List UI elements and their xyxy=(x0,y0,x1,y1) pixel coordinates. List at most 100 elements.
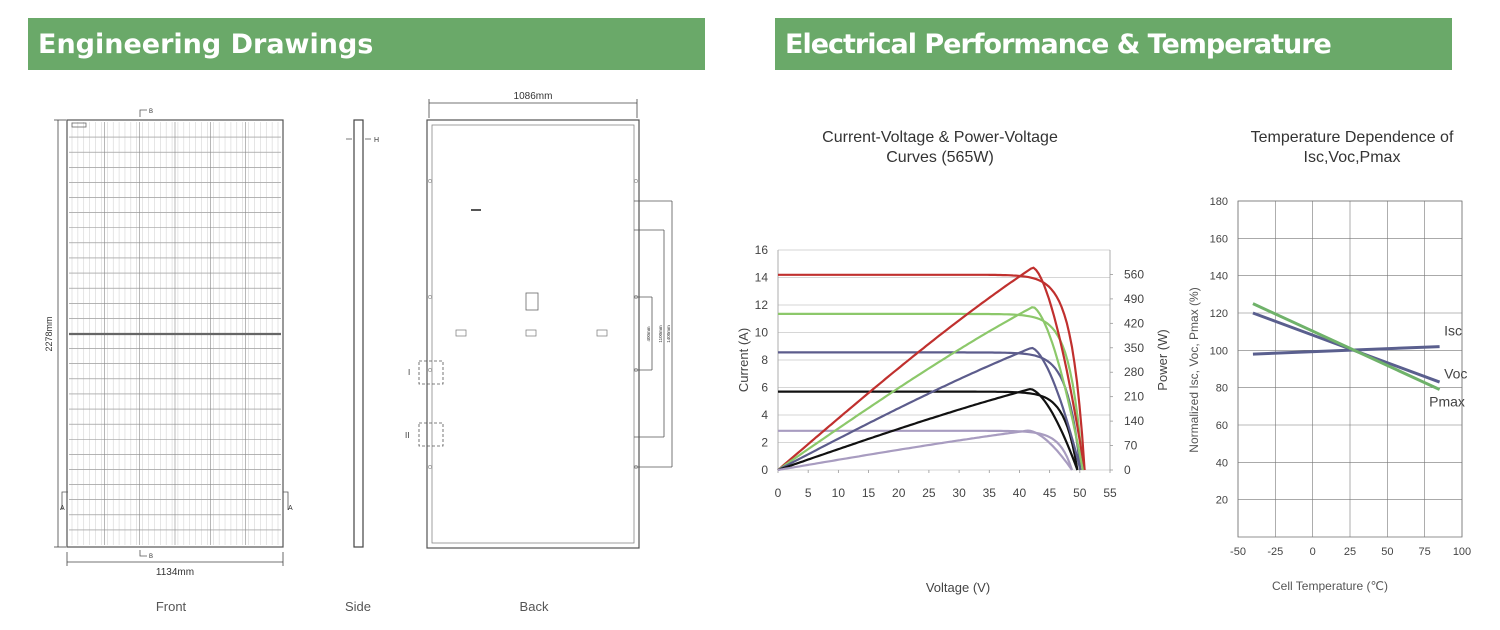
width-dim-label: 1134mm xyxy=(156,567,194,578)
side-label: Side xyxy=(345,599,371,614)
iv-series-line-iv-0 xyxy=(778,273,1086,471)
iv-series-line-pv-5 xyxy=(777,266,1086,471)
dim-1400-label: 1400mm xyxy=(666,325,671,343)
detail-i-box xyxy=(418,360,444,385)
marker-b-bottom: B xyxy=(149,554,153,560)
iv-x-tick: 5 xyxy=(805,486,812,500)
temp-series-line-isc xyxy=(1252,345,1440,356)
temp-chart-title: Temperature Dependence of Isc,Voc,Pmax xyxy=(1212,128,1492,168)
iv-series-line-pv-9 xyxy=(777,429,1073,472)
electrical-performance-header: Electrical Performance & Temperature Dep… xyxy=(775,18,1452,114)
front-view: 2278mm 1134mm B B A A xyxy=(44,109,293,578)
iv-y2-tick: 420 xyxy=(1124,316,1144,330)
temp-y-axis-label: Normalized Isc, Voc, Pmax (%) xyxy=(1187,287,1201,452)
back-label: Back xyxy=(520,599,549,614)
temp-x-tick: 50 xyxy=(1381,546,1393,558)
iv-x-tick: 20 xyxy=(892,486,906,500)
iv-y-tick: 0 xyxy=(761,463,768,477)
temp-chart-title-line-1: Temperature Dependence of xyxy=(1250,129,1454,146)
iv-series-line-iv-1 xyxy=(778,312,1084,471)
iv-y2-tick: 0 xyxy=(1124,463,1131,477)
iv-chart-title: Current-Voltage & Power-Voltage Curves (… xyxy=(790,128,1090,168)
iv-y-tick: 2 xyxy=(761,436,768,450)
iv-y2-tick: 140 xyxy=(1124,414,1144,428)
connector-right xyxy=(596,329,608,337)
dim-400-label: 400mm xyxy=(646,326,651,341)
temp-chart-title-line-2: Isc,Voc,Pmax xyxy=(1303,149,1401,166)
iv-x-tick: 0 xyxy=(775,486,782,500)
detail-ii-box xyxy=(418,422,444,447)
temp-series-label-voc: Voc xyxy=(1444,365,1467,381)
temp-y-tick: 160 xyxy=(1210,233,1228,245)
iv-y2-tick: 560 xyxy=(1124,267,1144,281)
iv-y2-tick: 350 xyxy=(1124,341,1144,355)
iv-y-axis-label: Current (A) xyxy=(736,328,751,392)
iv-series-line-iv-3 xyxy=(778,390,1079,471)
marker-a-right: A xyxy=(288,505,293,512)
back-view: 1086mm I II 400mm 1100mm 1400mm xyxy=(405,91,673,549)
dim-1100-label: 1100mm xyxy=(658,325,663,342)
temp-x-tick: 100 xyxy=(1453,546,1471,558)
temp-x-tick: 0 xyxy=(1310,546,1316,558)
iv-y2-axis-label: Power (W) xyxy=(1155,329,1170,390)
iv-y2-tick: 280 xyxy=(1124,365,1144,379)
label-box xyxy=(71,122,87,128)
iv-y2-tick: 210 xyxy=(1124,390,1144,404)
iv-series-line-pv-8 xyxy=(777,387,1079,472)
temp-series-label-isc: Isc xyxy=(1444,322,1462,338)
marker-a-left: A xyxy=(60,505,65,512)
temp-y-tick: 120 xyxy=(1210,308,1228,320)
temp-series-line-pmax xyxy=(1252,302,1441,391)
back-width-dim-label: 1086mm xyxy=(514,91,553,102)
temp-x-tick: -25 xyxy=(1267,546,1283,558)
temp-y-tick: 40 xyxy=(1216,457,1228,469)
iv-x-axis-label: Voltage (V) xyxy=(926,580,990,595)
nameplate xyxy=(471,209,481,211)
iv-y-tick: 6 xyxy=(761,381,768,395)
iv-y-tick: 12 xyxy=(755,298,769,312)
iv-chart-title-line-2: Curves (565W) xyxy=(886,149,994,166)
iv-series-line-iv-2 xyxy=(778,351,1082,471)
iv-series-line-pv-7 xyxy=(777,346,1082,471)
temp-y-tick: 180 xyxy=(1210,196,1228,208)
iv-y-tick: 14 xyxy=(755,271,769,285)
iv-y-tick: 8 xyxy=(761,353,768,367)
iv-y-tick: 4 xyxy=(761,408,768,422)
temp-y-tick: 80 xyxy=(1216,383,1228,395)
temp-x-tick: -50 xyxy=(1230,546,1246,558)
temp-y-tick: 140 xyxy=(1210,271,1228,283)
marker-h: H xyxy=(374,137,379,144)
connector-left xyxy=(455,329,467,337)
iv-series-line-iv-4 xyxy=(778,429,1074,471)
temp-y-tick: 20 xyxy=(1216,495,1228,507)
front-label: Front xyxy=(156,599,187,614)
marker-ii: II xyxy=(405,431,409,440)
junction-box xyxy=(525,292,539,311)
engineering-drawings: 2278mm 1134mm B B A A Front H Side 1086m… xyxy=(44,91,673,614)
iv-x-tick: 45 xyxy=(1043,486,1057,500)
temp-x-tick: 75 xyxy=(1419,546,1431,558)
temp-x-tick: 25 xyxy=(1344,546,1356,558)
marker-b-top: B xyxy=(149,109,153,115)
iv-x-tick: 50 xyxy=(1073,486,1087,500)
iv-y2-tick: 490 xyxy=(1124,292,1144,306)
side-view: H xyxy=(346,119,379,548)
height-dim-label: 2278mm xyxy=(44,316,54,351)
connector-mid xyxy=(525,329,537,337)
iv-y-tick: 10 xyxy=(755,326,769,340)
iv-series-line-pv-6 xyxy=(777,306,1084,471)
engineering-drawings-header: Engineering Drawings xyxy=(28,18,705,70)
iv-y-tick: 16 xyxy=(755,243,769,257)
iv-x-tick: 15 xyxy=(862,486,876,500)
temp-x-axis-label: Cell Temperature (℃) xyxy=(1272,579,1388,593)
temp-y-tick: 60 xyxy=(1216,420,1228,432)
iv-y2-tick: 70 xyxy=(1124,439,1138,453)
iv-x-tick: 30 xyxy=(952,486,966,500)
iv-x-tick: 25 xyxy=(922,486,936,500)
temp-series-label-pmax: Pmax xyxy=(1429,393,1465,409)
iv-x-tick: 35 xyxy=(983,486,997,500)
iv-x-tick: 10 xyxy=(832,486,846,500)
marker-i: I xyxy=(408,368,410,377)
